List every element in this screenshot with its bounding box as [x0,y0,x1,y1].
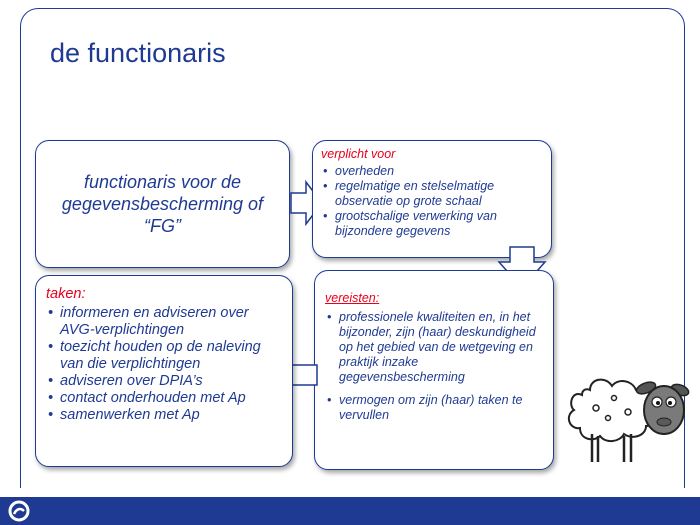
list-item: adviseren over DPIA’s [46,373,284,390]
vereisten-box: vereisten: professionele kwaliteiten en,… [314,270,554,470]
footer-bar [0,497,700,525]
vereisten-header: vereisten: [325,291,380,305]
list-item: regelmatige en stelselmatige observatie … [321,179,543,209]
list-item: toezicht houden op de naleving van die v… [46,339,284,373]
list-item: samenwerken met Ap [46,407,284,424]
fg-box-text: functionaris voor de gegevensbescherming… [61,172,264,236]
list-item: overheden [321,164,543,179]
verplicht-list: overheden regelmatige en stelselmatige o… [321,164,543,239]
fg-box: functionaris voor de gegevensbescherming… [35,140,290,268]
list-item: informeren en adviseren over AVG-verplic… [46,305,284,339]
sheep-icon [567,378,690,462]
vereisten-list: professionele kwaliteiten en, in het bij… [325,310,543,423]
taken-box: taken: informeren en adviseren over AVG-… [35,275,293,467]
taken-list: informeren en adviseren over AVG-verplic… [46,305,284,424]
list-item: vermogen om zijn (haar) taken te vervull… [325,393,543,423]
taken-header: taken: [46,286,86,302]
verplicht-box: verplicht voor overheden regelmatige en … [312,140,552,258]
list-item: professionele kwaliteiten en, in het bij… [325,310,543,385]
swirl-logo-icon [8,500,30,522]
list-item: grootschalige verwerking van bijzondere … [321,209,543,239]
list-item: contact onderhouden met Ap [46,390,284,407]
slide-frame [20,8,685,488]
verplicht-header: verplicht voor [321,147,396,161]
slide-title: de functionaris [50,38,226,68]
